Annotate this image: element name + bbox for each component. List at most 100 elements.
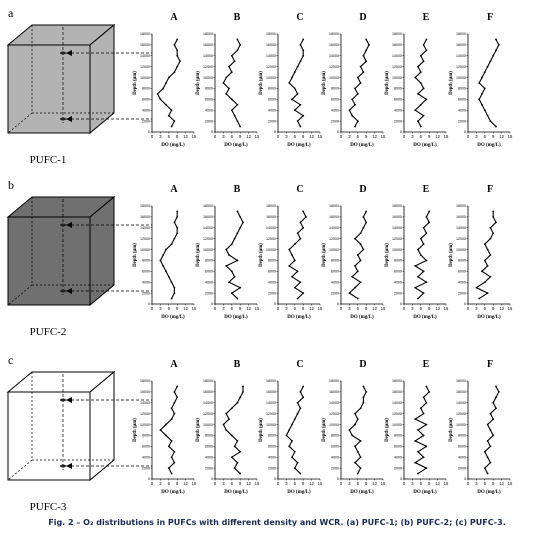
y-tick-label: 4000 — [331, 455, 339, 459]
y-axis-label: Depth (μm) — [196, 243, 201, 267]
arrowhead-bottom — [66, 463, 72, 469]
data-point — [285, 434, 288, 437]
x-tick-label: 3 — [475, 481, 478, 486]
x-tick-label: 3 — [285, 481, 288, 486]
y-tick-label: 16000 — [392, 43, 402, 47]
y-tick-label: 10000 — [456, 423, 466, 427]
data-point — [239, 215, 242, 218]
series-title: F — [487, 359, 493, 370]
y-tick-label: 14000 — [203, 401, 213, 405]
y-tick-label: 4000 — [458, 280, 466, 284]
series-line — [222, 39, 241, 127]
y-tick-label: 4000 — [268, 280, 276, 284]
x-axis-label: DO (mg/L) — [350, 143, 374, 148]
series-title: D — [359, 12, 366, 23]
y-tick-label: 12000 — [392, 412, 402, 416]
y-tick-label: 10000 — [203, 423, 213, 427]
y-tick-label: 12000 — [140, 412, 150, 416]
y-tick-label: 0 — [400, 130, 402, 134]
data-point — [492, 232, 495, 235]
data-point — [492, 418, 495, 421]
y-axis-label: Depth (μm) — [385, 243, 390, 267]
data-point — [176, 396, 179, 399]
y-tick-label: 4000 — [142, 455, 150, 459]
data-point — [425, 259, 428, 262]
series-title: F — [487, 184, 493, 195]
data-point — [489, 120, 492, 123]
y-tick-label: 4000 — [268, 108, 276, 112]
y-tick-label: 0 — [464, 302, 466, 306]
x-tick-label: 0 — [151, 306, 154, 311]
data-point — [354, 423, 356, 426]
data-point — [414, 264, 417, 267]
y-tick-label: 10000 — [392, 423, 402, 427]
data-point — [362, 385, 365, 388]
y-tick-label: 18000 — [266, 204, 276, 208]
y-tick-label: 14000 — [392, 226, 402, 230]
x-axis-label: DO (mg/L) — [350, 490, 374, 495]
data-point — [299, 237, 302, 240]
cube-label: PUFC-3 — [30, 501, 67, 513]
x-tick-label: 0 — [277, 134, 280, 139]
data-point — [422, 226, 425, 229]
series-line — [156, 39, 181, 127]
series-title: C — [296, 359, 303, 370]
x-tick-label: 12 — [183, 306, 188, 311]
x-tick-label: 3 — [159, 306, 162, 311]
data-point — [225, 264, 228, 267]
x-tick-label: 6 — [420, 306, 423, 311]
data-point — [362, 226, 365, 229]
data-point — [228, 418, 230, 421]
data-point — [481, 76, 483, 79]
y-tick-label: 6000 — [268, 445, 276, 449]
y-tick-label: 12000 — [456, 237, 466, 241]
x-tick-label: 0 — [151, 134, 154, 139]
y-tick-label: 18000 — [203, 204, 213, 208]
data-point — [354, 412, 356, 415]
x-tick-label: 3 — [348, 481, 351, 486]
series-title: C — [296, 184, 303, 195]
x-tick-label: 9 — [365, 134, 368, 139]
data-point — [302, 54, 305, 57]
y-tick-label: 8000 — [458, 259, 466, 263]
data-point — [167, 467, 170, 470]
data-point — [365, 38, 368, 41]
data-point — [228, 87, 230, 90]
data-point — [425, 385, 428, 388]
x-tick-label: 0 — [403, 306, 406, 311]
y-axis-label: Depth (μm) — [322, 71, 327, 95]
data-point — [356, 450, 359, 453]
x-tick-label: 3 — [475, 306, 478, 311]
y-tick-label: 8000 — [331, 87, 339, 91]
data-point — [354, 286, 356, 289]
y-tick-label: 18000 — [140, 204, 150, 208]
x-tick-label: 9 — [176, 134, 179, 139]
x-tick-label: 12 — [309, 306, 314, 311]
data-point — [296, 65, 299, 68]
profile-plot-B: B020004000600080001000012000140001600018… — [196, 184, 260, 320]
y-tick-label: 14000 — [456, 401, 466, 405]
data-point — [233, 114, 236, 117]
data-point — [222, 82, 225, 84]
data-point — [156, 92, 159, 95]
y-axis-label: Depth (μm) — [259, 243, 264, 267]
x-tick-label: 3 — [222, 481, 225, 486]
data-point — [302, 49, 305, 52]
y-tick-label: 4000 — [205, 280, 213, 284]
data-point — [176, 38, 179, 41]
data-point — [165, 248, 167, 251]
panel-a: aPUFC-1A02000400060008000100001200014000… — [6, 6, 513, 166]
x-axis-label: DO (mg/L) — [350, 315, 374, 320]
y-tick-label: 6000 — [331, 98, 339, 102]
data-point — [236, 120, 239, 123]
x-tick-label: 0 — [277, 306, 280, 311]
x-tick-label: 3 — [348, 134, 351, 139]
data-point — [495, 38, 497, 41]
y-tick-label: 0 — [148, 477, 150, 481]
data-point — [489, 275, 492, 278]
data-point — [225, 412, 228, 415]
panel-letter: c — [8, 353, 13, 367]
series-line — [159, 386, 178, 474]
data-point — [170, 456, 173, 459]
